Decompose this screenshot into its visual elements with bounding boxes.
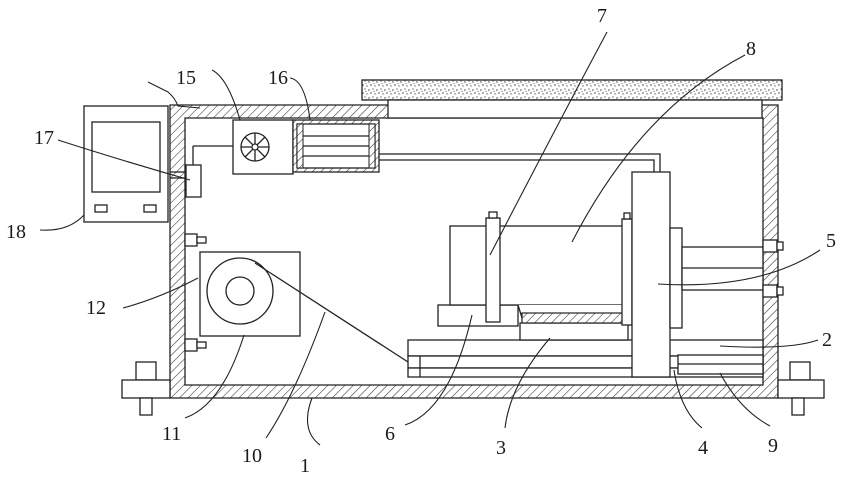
fan-blades-icon: [241, 133, 269, 161]
fan-unit: [233, 120, 293, 174]
label-11: 11: [162, 423, 181, 445]
label-6: 6: [385, 423, 395, 445]
clamp-ring: [486, 212, 500, 322]
label-17: 17: [34, 127, 54, 149]
leader-12: [123, 278, 198, 308]
leader-18: [40, 215, 84, 230]
label-10: 10: [242, 445, 262, 467]
control-panel: [84, 106, 168, 222]
filter-box: [293, 120, 379, 172]
air-duct: [379, 154, 660, 172]
left-foot: [122, 362, 170, 415]
leader-7: [490, 32, 607, 255]
leader-4: [674, 370, 702, 428]
right-foot: [778, 362, 824, 415]
label-4: 4: [698, 437, 708, 459]
label-16: 16: [268, 67, 288, 89]
column-plate: [632, 172, 670, 377]
label-18: 18: [6, 221, 26, 243]
leader-1: [308, 398, 321, 445]
label-3: 3: [496, 437, 506, 459]
label-12: 12: [86, 297, 106, 319]
label-8: 8: [746, 38, 756, 60]
label-2: 2: [822, 329, 832, 351]
flange: [622, 213, 632, 325]
slide-rail: [408, 323, 763, 377]
label-5: 5: [826, 230, 836, 252]
label-1: 1: [300, 455, 310, 477]
label-15: 15: [176, 67, 196, 89]
label-9: 9: [768, 435, 778, 457]
motor-assembly: [185, 234, 300, 351]
spindle-base: [438, 305, 518, 326]
label-7: 7: [597, 5, 607, 27]
